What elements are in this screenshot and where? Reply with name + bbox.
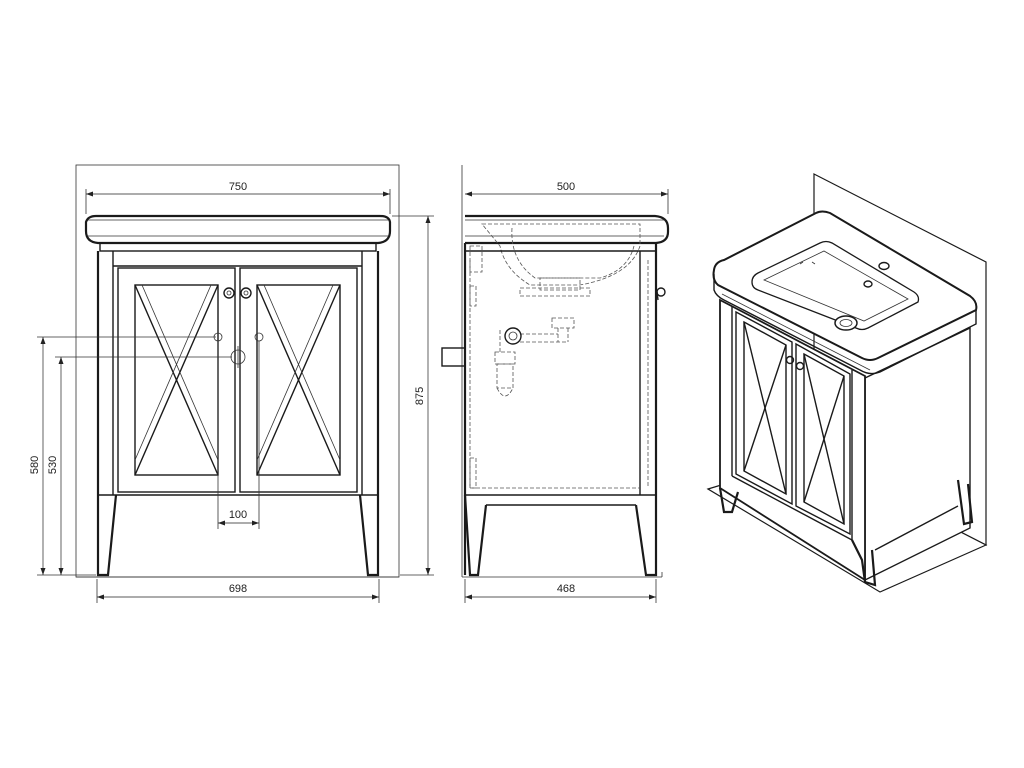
iso-right-knob-icon <box>795 361 805 371</box>
side-view <box>441 165 670 578</box>
side-hidden-basin <box>481 223 641 286</box>
side-knob-icon <box>656 287 666 297</box>
iso-back-leg <box>956 479 974 526</box>
dim-label-468: 468 <box>557 583 575 595</box>
side-back-leg <box>463 494 488 577</box>
wall-drain-stub <box>441 347 466 367</box>
isometric-view <box>706 173 988 593</box>
side-siphon <box>494 317 575 397</box>
iso-drain-icon <box>834 315 858 331</box>
front-dimensions: 750 698 875 580 530 100 <box>29 181 434 603</box>
dim-label-750: 750 <box>229 181 247 193</box>
iso-overflow-icon <box>863 280 873 288</box>
right-door-knob-icon <box>240 287 252 299</box>
side-front-leg <box>634 495 658 577</box>
front-left-leg <box>96 494 118 577</box>
side-dimensions: 500 468 <box>464 181 669 603</box>
iso-tap-hole-icon <box>878 261 890 271</box>
side-basin-top <box>465 214 670 245</box>
iso-left-leg <box>718 487 740 514</box>
front-view <box>75 164 400 578</box>
front-left-door <box>117 267 236 493</box>
front-cabinet-header <box>99 242 377 252</box>
iso-left-door <box>735 310 793 506</box>
dim-label-100: 100 <box>229 509 247 521</box>
front-right-leg <box>358 494 380 577</box>
iso-right-door <box>795 342 851 536</box>
front-basin-top <box>84 214 392 245</box>
dim-label-580: 580 <box>29 456 41 474</box>
front-right-door <box>239 267 358 493</box>
dim-label-500: 500 <box>557 181 575 193</box>
left-door-knob-icon <box>223 287 235 299</box>
dim-label-698: 698 <box>229 583 247 595</box>
dim-label-530: 530 <box>47 456 59 474</box>
iso-front-leg <box>851 539 877 587</box>
iso-left-knob-icon <box>785 355 795 365</box>
iso-sink-bowl <box>751 240 920 331</box>
dim-label-875: 875 <box>414 387 426 405</box>
